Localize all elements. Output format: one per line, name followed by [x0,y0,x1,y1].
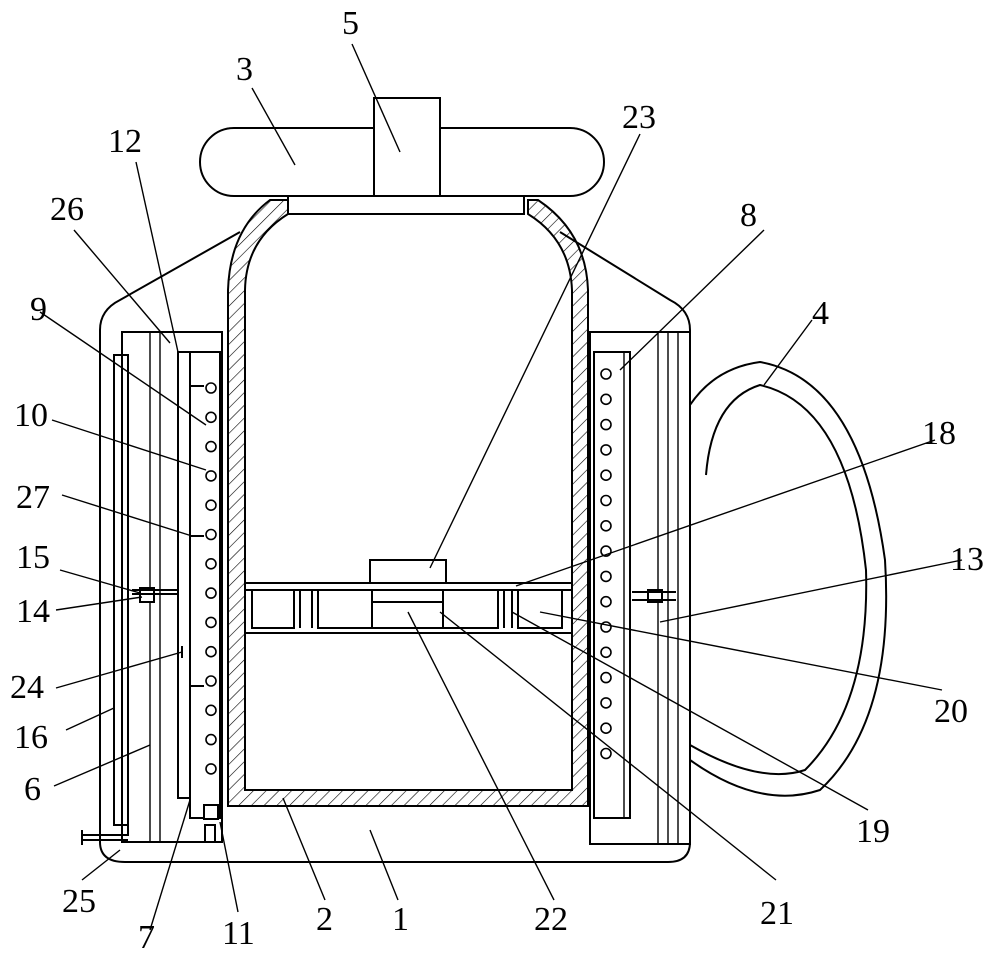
coil-dot [205,616,217,629]
coil-dot [600,393,612,406]
label-23: 23 [622,99,656,136]
label-22: 22 [534,901,568,938]
label-18: 18 [922,415,956,452]
coil-dot [205,645,217,658]
coil-dot [205,733,217,746]
coil-dot [205,587,217,599]
lid-seal [287,195,525,215]
label-24: 24 [10,669,44,706]
coil-dot [205,675,217,687]
left-coil-housing [189,351,221,819]
label-8: 8 [740,197,757,234]
handle [689,360,888,797]
right-coil-housing [593,351,631,819]
coil-dot [205,382,217,394]
label-27: 27 [16,479,50,516]
coil-dot [205,704,217,717]
part-labels: 5 3 12 26 9 10 27 15 14 24 16 6 25 7 11 … [10,5,984,954]
coil-dot [600,444,612,456]
drain-pipe [81,825,129,845]
right-outer-panel [589,331,691,845]
right-coil-dots [600,368,612,760]
label-20: 20 [934,693,968,730]
coil-dot [600,671,612,684]
motor-22 [371,601,444,629]
label-12: 12 [108,123,142,160]
tray-cell-center [317,589,499,629]
label-21: 21 [760,895,794,932]
coil-dot [600,646,612,659]
coil-dot [205,440,217,453]
sensor-23 [369,559,447,584]
pipe-11 [128,824,216,843]
label-2: 2 [316,901,333,938]
coil-dot [600,697,612,709]
label-6: 6 [24,771,41,808]
label-5: 5 [342,5,359,42]
coil-dot [205,499,217,512]
label-25: 25 [62,883,96,920]
label-3: 3 [236,51,253,88]
coil-dot [205,411,217,424]
left-rod-7 [177,351,191,799]
handle-inner [689,383,868,776]
coil-dot [205,470,217,482]
label-10: 10 [14,397,48,434]
tray-cell-left [251,589,295,629]
coil-dot [205,763,217,775]
coil-dot [600,722,612,735]
label-7: 7 [138,919,155,954]
label-19: 19 [856,813,890,850]
coil-dot [600,519,612,532]
inner-container-wall [227,199,589,807]
coil-dot [600,469,612,482]
label-13: 13 [950,541,984,578]
label-16: 16 [14,719,48,756]
coil-dot [600,747,612,760]
left-coil-dots [205,382,217,775]
coil-dot [600,595,612,608]
coil-dot [600,494,612,507]
tray-cell-20 [517,589,563,629]
leader-lines [39,43,963,931]
coil-dot [600,570,612,583]
label-26: 26 [50,191,84,228]
label-1: 1 [392,901,409,938]
label-14: 14 [16,593,50,630]
base-housing [99,231,691,863]
label-4: 4 [812,295,829,332]
label-9: 9 [30,291,47,328]
coil-dot [205,528,217,541]
label-11: 11 [222,915,255,952]
coil-dot [600,368,612,380]
coil-dot [205,557,217,570]
label-15: 15 [16,539,50,576]
coil-dot [600,418,612,431]
